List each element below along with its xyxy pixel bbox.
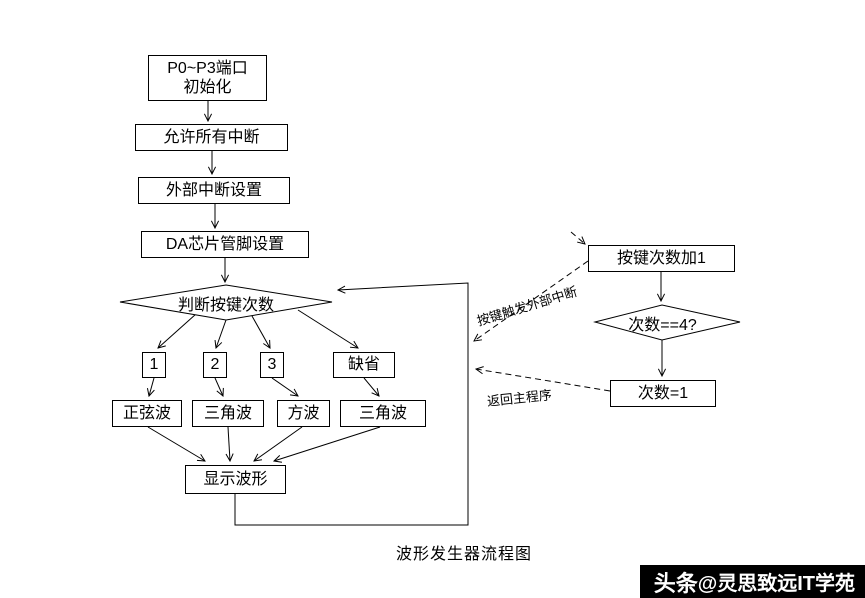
node-case-2: 2 — [203, 352, 227, 378]
node-sine-wave: 正弦波 — [112, 400, 182, 427]
diagram-caption: 波形发生器流程图 — [395, 546, 532, 563]
node-square-wave: 方波 — [277, 400, 330, 427]
node-enable-interrupts: 允许所有中断 — [135, 124, 288, 151]
dashed-into-inc — [570, 231, 585, 244]
arrow-judge-to-default — [297, 309, 358, 348]
node-display-waveform: 显示波形 — [185, 465, 286, 494]
node-key-count-plus1: 按键次数加1 — [588, 245, 735, 272]
arrow-3-to-square — [271, 377, 298, 396]
arrow-triangle2-to-display — [274, 426, 381, 461]
node-init-line2: 初始化 — [183, 79, 232, 96]
arrow-default-to-triangle2 — [363, 377, 379, 396]
node-case-3: 3 — [260, 352, 284, 378]
node-triangle-wave-2: 三角波 — [340, 400, 426, 427]
watermark-brand: 头条 — [653, 570, 698, 596]
arrow-judge-to-2 — [216, 319, 227, 348]
node-count-set-1: 次数=1 — [610, 380, 716, 407]
watermark-bar: 头条 @灵思致远IT学苑 — [639, 565, 865, 598]
diamond-count-eq-4 — [593, 304, 741, 341]
loop-display-to-judge — [234, 282, 469, 526]
node-triangle-wave-1: 三角波 — [192, 400, 264, 427]
node-count-eq-4-label: 次数==4? — [628, 316, 697, 334]
node-init-line1: P0~P3端口 — [167, 59, 248, 77]
arrow-judge-to-3 — [251, 315, 270, 348]
dashed-return-main — [476, 369, 611, 392]
node-case-1: 1 — [142, 352, 166, 378]
node-external-interrupt-setup: 外部中断设置 — [138, 177, 290, 204]
arrow-2-to-triangle1 — [214, 377, 223, 396]
arrow-triangle1-to-display — [228, 426, 230, 461]
arrow-judge-to-1 — [158, 313, 197, 348]
diamond-judge-key-count — [119, 284, 333, 321]
node-init-ports: P0~P3端口 初始化 — [148, 55, 267, 101]
watermark-handle: @灵思致远IT学苑 — [697, 573, 855, 595]
node-case-default: 缺省 — [333, 352, 395, 378]
arrow-square-to-display — [254, 426, 303, 461]
arrow-sine-to-display — [147, 426, 205, 461]
dashed-interrupt-trigger — [474, 260, 589, 341]
node-judge-key-count-label: 判断按键次数 — [177, 296, 274, 314]
node-da-pin-setup: DA芯片管脚设置 — [141, 231, 309, 258]
arrow-1-to-sine — [149, 377, 154, 396]
